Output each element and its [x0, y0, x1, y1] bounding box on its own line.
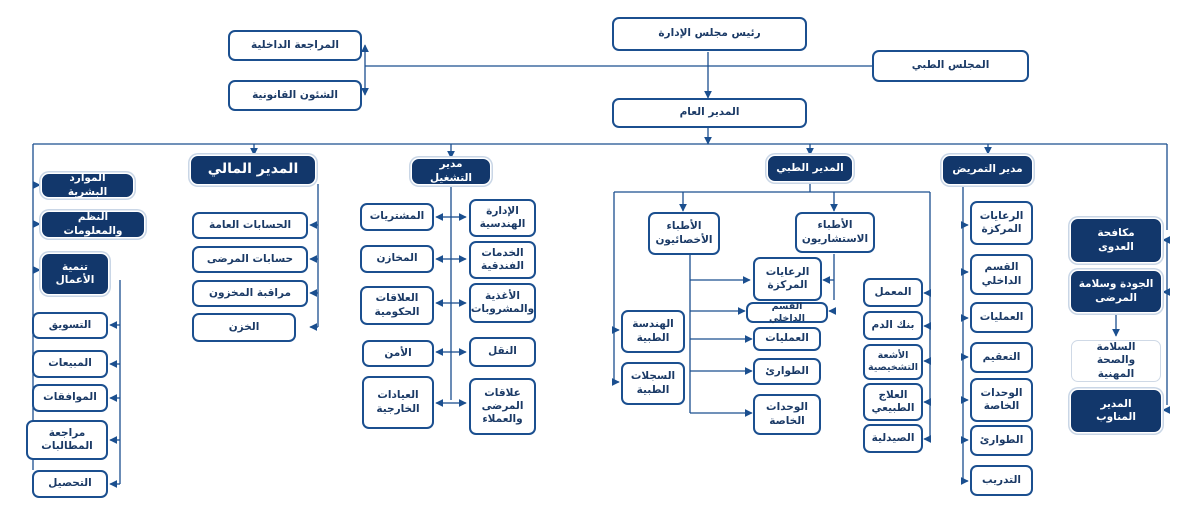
ops-government-relations-box[interactable]: العلاقات الحكومية: [360, 286, 434, 325]
nursing-item-special-units[interactable]: الوحدات الخاصة: [970, 378, 1033, 422]
ops-patient-relations-box[interactable]: علاقات المرضى والعملاء: [469, 378, 536, 435]
consultants-box[interactable]: الأطباء الاستشاريون: [795, 212, 875, 253]
nursing-item-training[interactable]: التدريب: [970, 465, 1033, 496]
medical-support-lab[interactable]: المعمل: [863, 278, 923, 307]
medical-dept-special-units[interactable]: الوحدات الخاصة: [753, 394, 821, 435]
ops-security-box[interactable]: الأمن: [362, 340, 434, 367]
infection-control-box[interactable]: مكافحة العدوى: [1071, 219, 1161, 262]
chairman-box[interactable]: رئيس مجلس الإدارة: [612, 17, 807, 51]
medical-support-radiology[interactable]: الأشعة التشخيصية: [863, 344, 923, 380]
medical-support-blood-bank[interactable]: بنك الدم: [863, 311, 923, 340]
occupational-safety-box[interactable]: السلامة والصحة المهنية: [1071, 340, 1161, 382]
finance-general-accounts[interactable]: الحسابات العامة: [192, 212, 308, 239]
ops-engineering-box[interactable]: الإدارة الهندسية: [469, 199, 536, 237]
medical-dept-operations[interactable]: العمليات: [753, 327, 821, 351]
nursing-item-inpatient[interactable]: القسم الداخلي: [970, 254, 1033, 295]
nursing-item-sterilization[interactable]: التعقيم: [970, 342, 1033, 373]
bd-claims-review[interactable]: مراجعة المطالبات: [26, 420, 108, 460]
ops-transport-box[interactable]: النقل: [469, 337, 536, 367]
operations-director-box[interactable]: مدير التشغيل: [412, 158, 490, 184]
medical-support-physio[interactable]: العلاج الطبيعي: [863, 383, 923, 421]
it-box[interactable]: النظم والمعلومات: [42, 211, 144, 237]
internal-audit-box[interactable]: المراجعة الداخلية: [228, 30, 362, 61]
ops-stores-box[interactable]: المخازن: [360, 245, 434, 273]
bd-marketing[interactable]: التسويق: [32, 312, 108, 339]
ops-hotel-services-box[interactable]: الخدمات الفندقية: [469, 241, 536, 279]
bd-collection[interactable]: التحصيل: [32, 470, 108, 498]
medical-director-box[interactable]: المدير الطبي: [768, 156, 852, 181]
nursing-item-icu[interactable]: الرعايات المركزة: [970, 201, 1033, 245]
hr-box[interactable]: الموارد البشرية: [42, 172, 133, 198]
bd-approvals[interactable]: الموافقات: [32, 384, 108, 412]
nursing-item-operations[interactable]: العمليات: [970, 302, 1033, 333]
quality-patient-safety-box[interactable]: الجودة وسلامة المرضى: [1071, 271, 1161, 312]
business-development-box[interactable]: تنمية الأعمال: [42, 254, 108, 294]
specialists-box[interactable]: الأطباء الأخصائيون: [648, 212, 720, 255]
finance-treasury[interactable]: الخزن: [192, 313, 296, 342]
general-manager-box[interactable]: المدير العام: [612, 98, 807, 128]
nursing-item-emergency[interactable]: الطوارئ: [970, 425, 1033, 456]
finance-inventory-control[interactable]: مراقبة المخزون: [192, 280, 308, 307]
bd-sales[interactable]: المبيعات: [32, 350, 108, 378]
ops-outpatient-box[interactable]: العيادات الخارجية: [362, 376, 434, 429]
medical-dept-inpatient[interactable]: القسم الداخلي: [746, 301, 828, 324]
medical-dept-emergency[interactable]: الطوارئ: [753, 358, 821, 385]
finance-director-box[interactable]: المدير المالي: [191, 156, 315, 184]
medical-dept-icu[interactable]: الرعايات المركزة: [753, 257, 822, 301]
ops-food-beverage-box[interactable]: الأغذية والمشروبات: [469, 283, 536, 323]
medical-support-pharmacy[interactable]: الصيدلية: [863, 424, 923, 453]
nursing-director-box[interactable]: مدير التمريض: [943, 156, 1032, 184]
ops-purchasing-box[interactable]: المشتريات: [360, 203, 434, 231]
medical-council-box[interactable]: المجلس الطبي: [872, 50, 1029, 82]
legal-affairs-box[interactable]: الشئون القانونية: [228, 80, 362, 111]
medical-engineering-box[interactable]: الهندسة الطبية: [621, 310, 685, 353]
medical-records-box[interactable]: السجلات الطبية: [621, 362, 685, 405]
duty-manager-box[interactable]: المدير المناوب: [1071, 390, 1161, 432]
finance-patient-accounts[interactable]: حسابات المرضى: [192, 246, 308, 273]
